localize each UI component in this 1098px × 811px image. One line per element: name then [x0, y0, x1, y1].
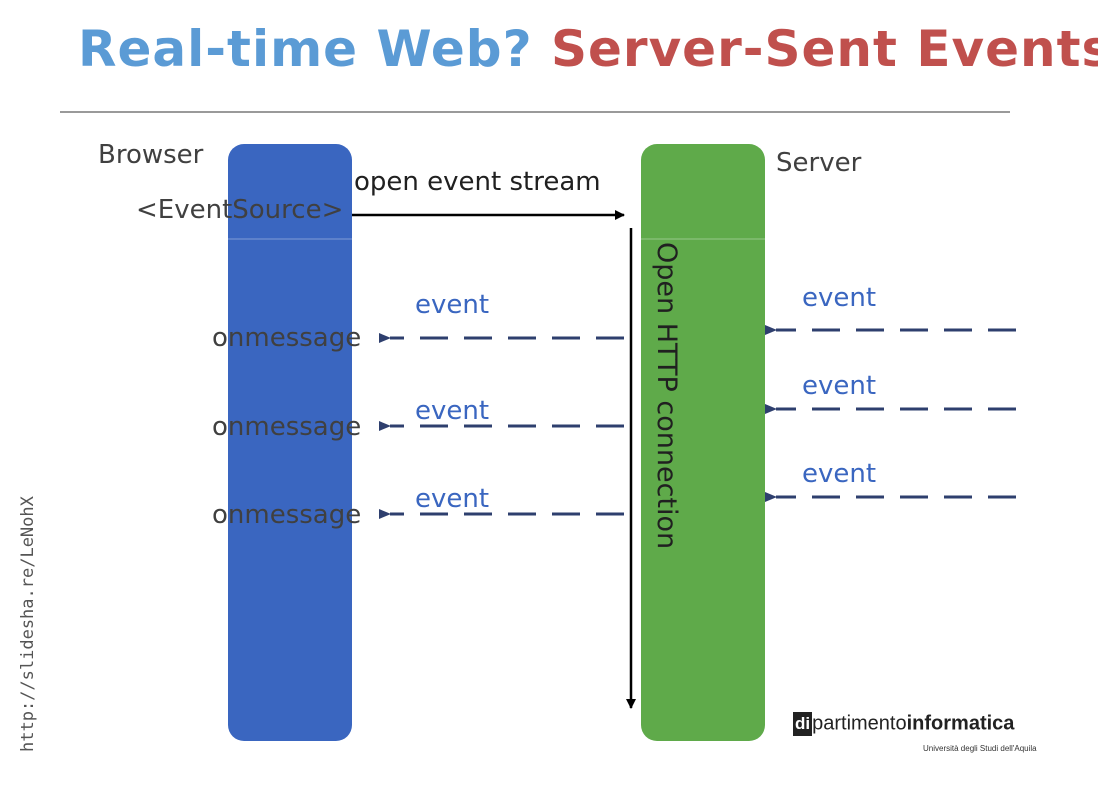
- slide-title: Real-time Web? Server-Sent Events: [78, 20, 1098, 78]
- server-label: Server: [776, 148, 862, 178]
- onmessage-label-2: onmessage: [212, 412, 362, 442]
- title-divider: [60, 111, 1010, 113]
- title-part-realtime: Real-time Web?: [78, 20, 533, 78]
- event-label-left-2: event: [415, 396, 490, 426]
- event-label-right-3: event: [802, 459, 877, 489]
- logo-subtitle: Università degli Studi dell'Aquila: [923, 744, 1037, 753]
- event-label-right-1: event: [802, 283, 877, 313]
- title-part-sse: Server-Sent Events: [551, 20, 1098, 78]
- onmessage-label-3: onmessage: [212, 500, 362, 530]
- event-label-left-1: event: [415, 290, 490, 320]
- eventsource-label: <EventSource>: [136, 195, 344, 225]
- logo-text-bold: informatica: [906, 712, 1015, 735]
- event-label-left-3: event: [415, 484, 490, 514]
- logo-text-regular: partimento: [812, 712, 907, 735]
- server-lifeline: [641, 144, 765, 741]
- source-link: http://slidesha.re/LeNohX: [18, 496, 38, 752]
- logo-box: di: [793, 712, 813, 736]
- onmessage-label-1: onmessage: [212, 323, 362, 353]
- browser-lifeline: [228, 144, 352, 741]
- event-label-right-2: event: [802, 371, 877, 401]
- browser-label: Browser: [98, 140, 204, 170]
- open-event-stream-label: open event stream: [354, 167, 601, 197]
